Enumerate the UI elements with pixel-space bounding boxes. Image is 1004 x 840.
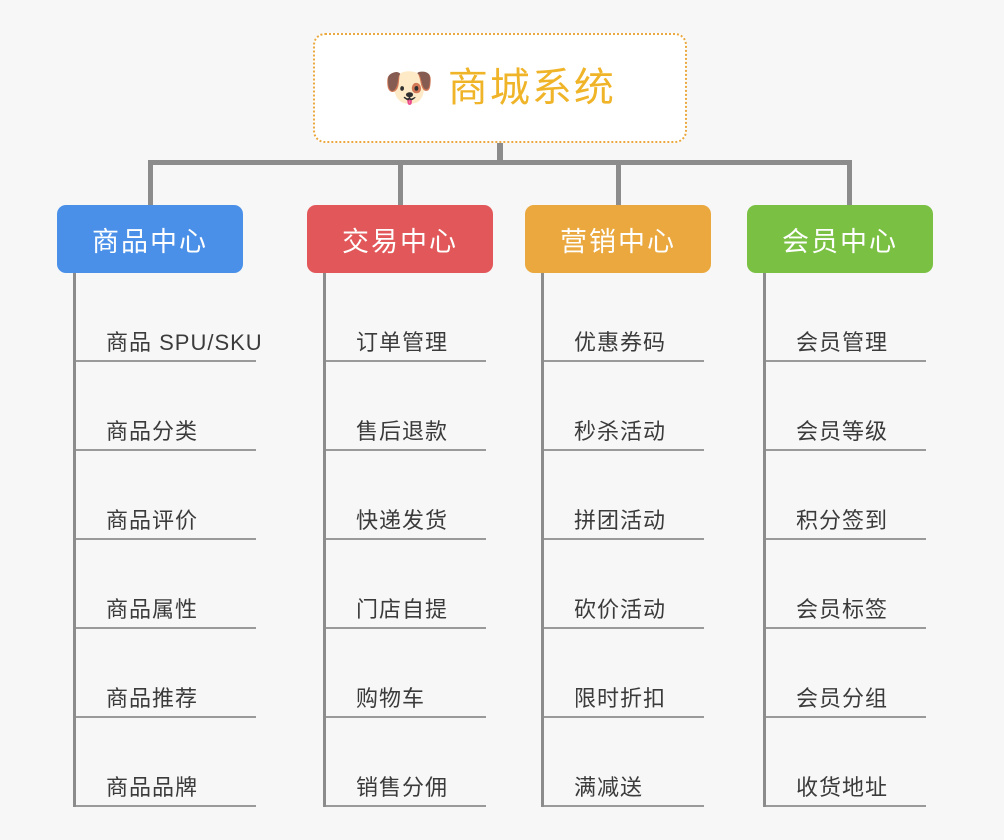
connector-drop-2 [398, 160, 403, 208]
branch-header-label: 商品中心 [92, 226, 208, 257]
list-item[interactable]: 商品评价 [76, 451, 256, 540]
list-item-label: 砍价活动 [574, 597, 667, 623]
branch-header-product-center[interactable]: 商品中心 [57, 205, 243, 273]
list-item-label: 拼团活动 [574, 508, 667, 534]
list-item-label: 购物车 [356, 686, 426, 712]
root-node[interactable]: 🐶 商城系统 [313, 33, 687, 143]
connector-drop-4 [847, 160, 852, 208]
list-item[interactable]: 商品推荐 [76, 629, 256, 718]
list-item[interactable]: 销售分佣 [326, 718, 486, 807]
list-item-label: 快递发货 [356, 508, 449, 534]
leaf-list-product-center: 商品 SPU/SKU 商品分类 商品评价 商品属性 商品推荐 商品品牌 [73, 273, 262, 807]
list-item-label: 满减送 [574, 775, 644, 801]
list-item-label: 商品评价 [106, 508, 199, 534]
list-item-label: 销售分佣 [356, 775, 449, 801]
list-item[interactable]: 优惠券码 [544, 273, 704, 362]
branch-header-label: 会员中心 [782, 226, 898, 257]
list-item[interactable]: 门店自提 [326, 540, 486, 629]
list-item-label: 门店自提 [356, 597, 449, 623]
branch-header-trade-center[interactable]: 交易中心 [307, 205, 493, 273]
branch-header-member-center[interactable]: 会员中心 [747, 205, 933, 273]
list-item-label: 限时折扣 [574, 686, 667, 712]
list-item-label: 商品 SPU/SKU [106, 330, 263, 356]
list-item[interactable]: 收货地址 [766, 718, 926, 807]
list-item[interactable]: 会员等级 [766, 362, 926, 451]
list-item[interactable]: 商品分类 [76, 362, 256, 451]
branch-trade-center: 交易中心 订单管理 售后退款 快递发货 门店自提 购物车 销售分佣 [307, 205, 493, 807]
list-item-label: 售后退款 [356, 419, 449, 445]
list-item[interactable]: 订单管理 [326, 273, 486, 362]
list-item[interactable]: 售后退款 [326, 362, 486, 451]
list-item-label: 会员等级 [796, 419, 889, 445]
list-item[interactable]: 限时折扣 [544, 629, 704, 718]
branch-header-marketing-center[interactable]: 营销中心 [525, 205, 711, 273]
list-item[interactable]: 会员管理 [766, 273, 926, 362]
list-item-label: 积分签到 [796, 508, 889, 534]
leaf-list-member-center: 会员管理 会员等级 积分签到 会员标签 会员分组 收货地址 [763, 273, 933, 807]
connector-root-stem [497, 143, 503, 165]
branch-product-center: 商品中心 商品 SPU/SKU 商品分类 商品评价 商品属性 商品推荐 商品品牌 [57, 205, 262, 807]
list-item[interactable]: 快递发货 [326, 451, 486, 540]
list-item[interactable]: 会员分组 [766, 629, 926, 718]
list-item[interactable]: 砍价活动 [544, 540, 704, 629]
list-item[interactable]: 积分签到 [766, 451, 926, 540]
list-item-label: 商品品牌 [106, 775, 199, 801]
list-item-label: 商品推荐 [106, 686, 199, 712]
branch-member-center: 会员中心 会员管理 会员等级 积分签到 会员标签 会员分组 收货地址 [747, 205, 933, 807]
list-item-label: 秒杀活动 [574, 419, 667, 445]
branch-header-label: 交易中心 [342, 226, 458, 257]
connector-drop-1 [148, 160, 153, 208]
list-item-label: 会员分组 [796, 686, 889, 712]
list-item-label: 商品属性 [106, 597, 199, 623]
list-item[interactable]: 商品品牌 [76, 718, 256, 807]
list-item[interactable]: 满减送 [544, 718, 704, 807]
list-item-label: 收货地址 [796, 775, 889, 801]
root-node-label: 商城系统 [447, 66, 616, 110]
leaf-list-trade-center: 订单管理 售后退款 快递发货 门店自提 购物车 销售分佣 [323, 273, 493, 807]
list-item[interactable]: 购物车 [326, 629, 486, 718]
list-item-label: 会员管理 [796, 330, 889, 356]
list-item-label: 会员标签 [796, 597, 889, 623]
list-item[interactable]: 商品属性 [76, 540, 256, 629]
list-item[interactable]: 会员标签 [766, 540, 926, 629]
list-item[interactable]: 商品 SPU/SKU [76, 273, 262, 362]
list-item[interactable]: 秒杀活动 [544, 362, 704, 451]
list-item[interactable]: 拼团活动 [544, 451, 704, 540]
leaf-list-marketing-center: 优惠券码 秒杀活动 拼团活动 砍价活动 限时折扣 满减送 [541, 273, 711, 807]
branch-marketing-center: 营销中心 优惠券码 秒杀活动 拼团活动 砍价活动 限时折扣 满减送 [525, 205, 711, 807]
list-item-label: 商品分类 [106, 419, 199, 445]
connector-horizontal-bus [148, 160, 852, 165]
shiba-dog-face-icon: 🐶 [384, 66, 434, 110]
branch-header-label: 营销中心 [560, 226, 676, 257]
list-item-label: 优惠券码 [574, 330, 667, 356]
connector-drop-3 [616, 160, 621, 208]
list-item-label: 订单管理 [356, 330, 449, 356]
